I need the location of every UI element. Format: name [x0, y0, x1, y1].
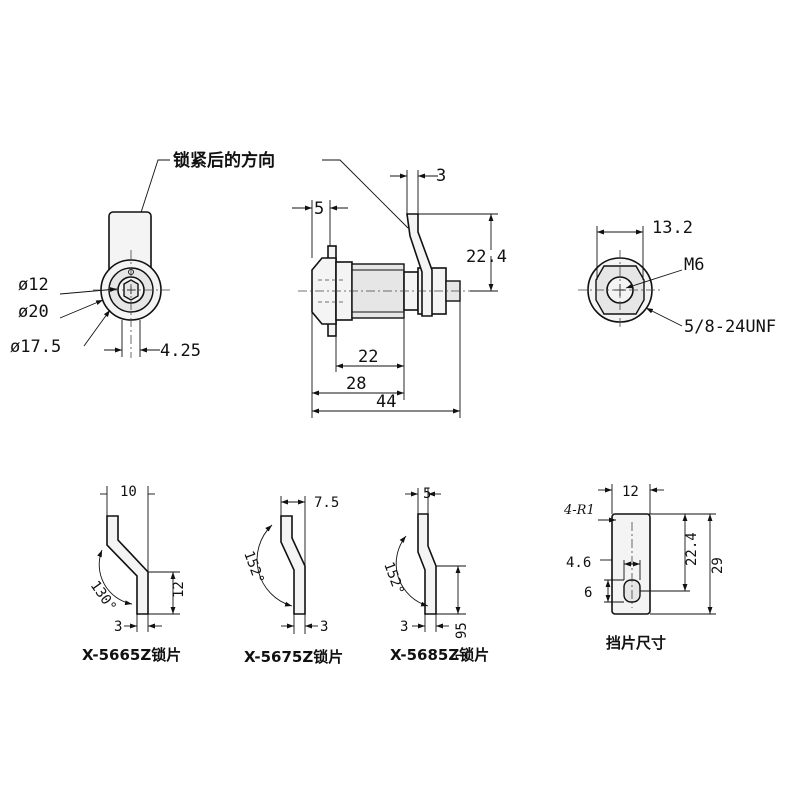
front-view [59, 211, 172, 358]
cam-5685z-plate [417, 513, 437, 615]
cam-5685z-caption: X-5685Z锁片 [390, 646, 489, 664]
cam-5675z-width: 7.5 [314, 495, 339, 511]
cam-dims-width: 12 [622, 484, 639, 500]
dim-22-4-label: 22.4 [466, 247, 507, 267]
direction-leader-left [135, 159, 170, 229]
cam-5675z [256, 496, 318, 634]
cam-5665z-thickness: 3 [114, 619, 122, 635]
cam-5675z-thickness: 3 [320, 619, 328, 635]
rear-view [578, 226, 683, 330]
cam-5685z-height: 95 [454, 622, 470, 639]
dim-5-label: 5 [314, 199, 324, 219]
cam-5685z-thickness: 3 [400, 619, 408, 635]
cam-dims-caption: 挡片尺寸 [606, 634, 666, 652]
dim-4-25-label: 4.25 [160, 341, 201, 361]
cam-5665z-width: 10 [120, 484, 137, 500]
cam-dims-29: 29 [710, 557, 726, 574]
direction-note: 锁紧后的方向 [173, 150, 275, 171]
cam-5675z-angle: 152° [240, 549, 267, 586]
dim-22-label: 22 [358, 347, 378, 367]
cam-5685z-height-b: 1 [454, 652, 470, 660]
cam-5675z-caption: X-5675Z锁片 [244, 648, 343, 666]
side-cam-plate [406, 213, 433, 317]
dim-13-2-label: 13.2 [652, 218, 693, 238]
cam-dims-4-6: 4.6 [566, 555, 591, 571]
cam-5665z-height: 12 [171, 581, 187, 598]
cam-5665z [97, 486, 180, 632]
dim-28-label: 28 [346, 374, 366, 394]
cam-5665z-caption: X-5665Z锁片 [82, 646, 181, 664]
direction-leader-right [322, 159, 409, 229]
cam-5685z [395, 488, 466, 632]
cam-dimensions [598, 484, 716, 615]
dim-44-label: 44 [376, 392, 396, 412]
dim-3-label: 3 [436, 166, 446, 186]
cam-dims-6: 6 [584, 585, 592, 601]
side-view [292, 170, 498, 418]
dia-20-label: ø20 [18, 302, 49, 322]
cam-5685z-width: 5 [423, 486, 431, 502]
thread-m6-label: M6 [684, 255, 704, 275]
cam-dims-22-4: 22.4 [684, 532, 700, 566]
cam-5675z-plate [280, 515, 306, 615]
cam-5685z-angle: 152° [380, 560, 407, 597]
dia-17-5-label: ø17.5 [10, 337, 61, 357]
dia-12-label: ø12 [18, 275, 49, 295]
cam-dims-radius: 4-R1 [563, 503, 595, 518]
thread-unf-label: 5/8-24UNF [684, 317, 776, 337]
